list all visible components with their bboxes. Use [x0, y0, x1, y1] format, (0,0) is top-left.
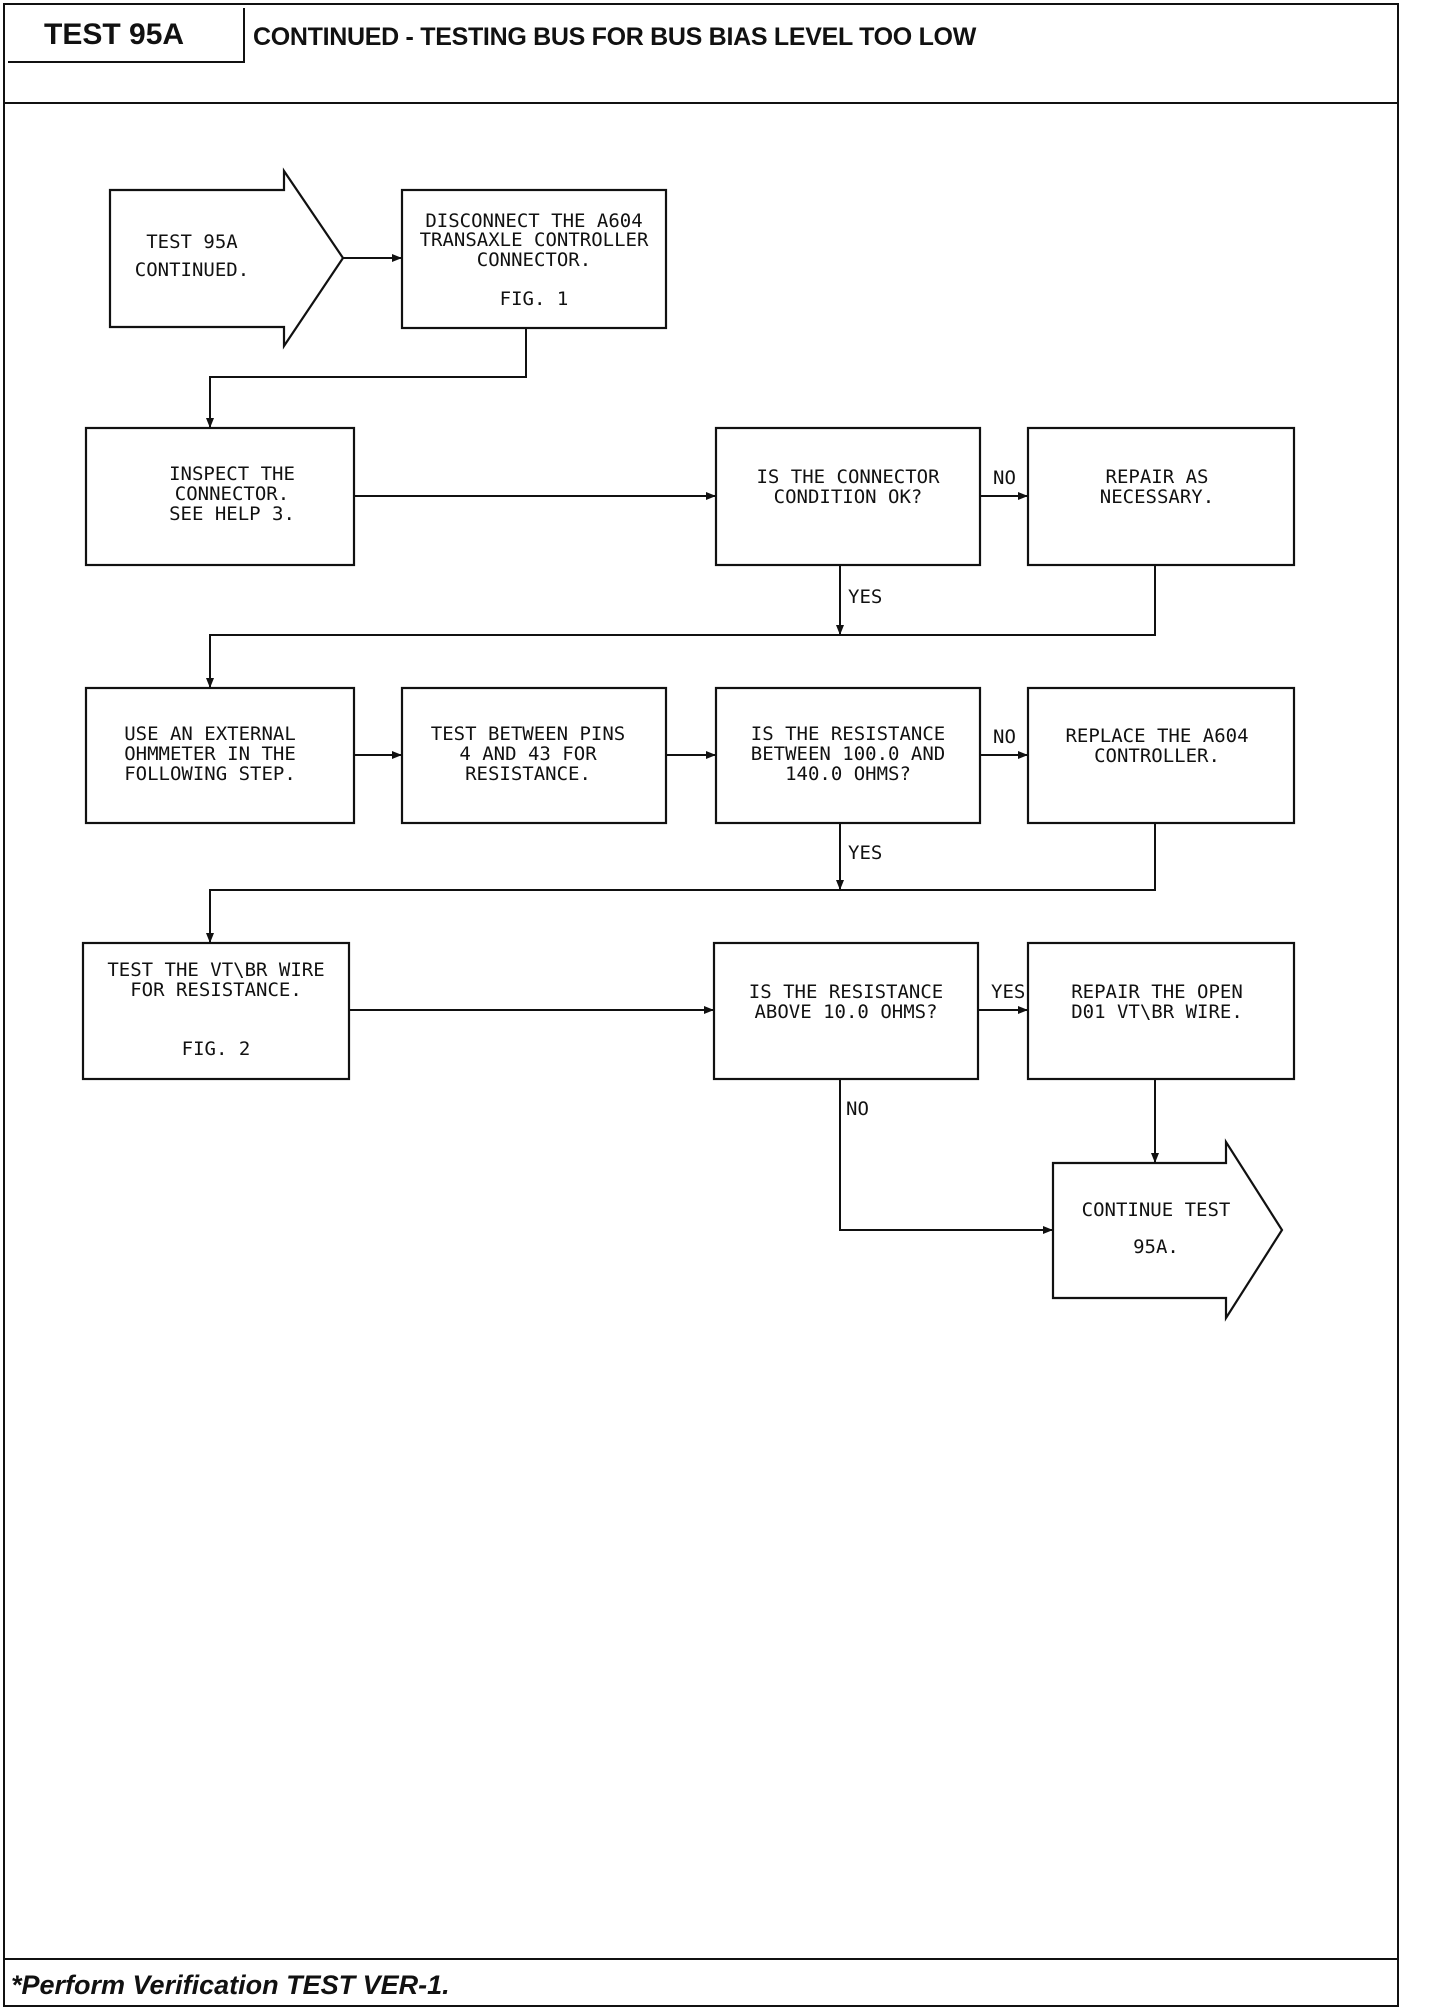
continue-text-line: CONTINUE TEST — [1082, 1199, 1231, 1221]
branch-label-no: NO — [993, 467, 1016, 489]
disconnect-text-line: TRANSAXLE CONTROLLER — [420, 229, 649, 251]
ohmmeter-text-line: OHMMETER IN THE — [124, 743, 296, 765]
inspect-text-line: INSPECT THE — [169, 463, 295, 485]
test-wire-text-line: TEST THE VT\BR WIRE — [107, 959, 324, 981]
range-question-text-line: BETWEEN 100.0 AND — [751, 743, 945, 765]
header: TEST 95A CONTINUED - TESTING BUS FOR BUS… — [3, 3, 1399, 104]
above-question-text-line: ABOVE 10.0 OHMS? — [754, 1001, 937, 1023]
range-question-text-line: IS THE RESISTANCE — [751, 723, 945, 745]
test-pins-text-line: TEST BETWEEN PINS — [431, 723, 625, 745]
test-wire-box — [81, 941, 351, 1081]
branch-label-yes: YES — [848, 586, 882, 608]
branch-label-no: NO — [846, 1098, 869, 1120]
above-question-text-line: IS THE RESISTANCE — [749, 981, 943, 1003]
verification-note: *Perform Verification TEST VER-1. — [11, 1970, 450, 2000]
connector-question-text-line: IS THE CONNECTOR — [756, 466, 940, 488]
start-text-line: TEST 95A — [146, 231, 238, 253]
inspect-connector-box — [84, 426, 356, 567]
repair-connector-text-line: REPAIR AS — [1106, 466, 1209, 488]
disconnect-text-line: DISCONNECT THE A604 — [425, 210, 642, 232]
replace-controller-text-line: REPLACE THE A604 — [1065, 725, 1248, 747]
start-terminal — [108, 167, 345, 350]
continue-terminal — [1051, 1138, 1284, 1322]
replace-controller-box — [1026, 686, 1296, 825]
connector-to-test-wire — [206, 823, 1156, 943]
repair-connector-box — [1026, 426, 1296, 567]
repair-wire-text-line: D01 VT\BR WIRE. — [1071, 1001, 1243, 1023]
test-id: TEST 95A — [8, 8, 245, 63]
connector-question-text-line: CONDITION OK? — [774, 486, 923, 508]
connector-disconnect-to-inspect — [206, 328, 527, 428]
branch-label-yes: YES — [991, 981, 1025, 1003]
test-pins-box — [400, 686, 668, 825]
replace-controller-text-line: CONTROLLER. — [1094, 745, 1220, 767]
test-pins-text-line: 4 AND 43 FOR — [459, 743, 597, 765]
test-pins-text-line: RESISTANCE. — [465, 763, 591, 785]
inspect-text-line: SEE HELP 3. — [169, 503, 295, 525]
repair-connector-text-line: NECESSARY. — [1100, 486, 1214, 508]
resistance-range-decision-box — [714, 686, 982, 825]
resistance-above-decision-box — [712, 941, 980, 1081]
ohmmeter-text-line: USE AN EXTERNAL — [124, 723, 296, 745]
page-frame — [3, 3, 1399, 2007]
inspect-text-line: CONNECTOR. — [175, 483, 289, 505]
page-title: CONTINUED - TESTING BUS FOR BUS BIAS LEV… — [253, 23, 976, 51]
disconnect-text-line: CONNECTOR. — [477, 249, 591, 271]
connector-to-ohmmeter — [206, 565, 1156, 688]
branch-label-no: NO — [993, 726, 1016, 748]
test-wire-text-line: FIG. 2 — [182, 1038, 251, 1060]
branch-label-yes: YES — [848, 842, 882, 864]
repair-wire-box — [1026, 941, 1296, 1081]
footer: *Perform Verification TEST VER-1. — [3, 1958, 1399, 2010]
connector-above-no — [839, 1079, 1053, 1234]
repair-wire-text-line: REPAIR THE OPEN — [1071, 981, 1243, 1003]
start-text-line: CONTINUED. — [135, 259, 249, 281]
continue-text-line: 95A. — [1133, 1236, 1179, 1258]
disconnect-text-line: FIG. 1 — [500, 288, 569, 310]
test-wire-text-line: FOR RESISTANCE. — [130, 979, 302, 1001]
ohmmeter-text-line: FOLLOWING STEP. — [124, 763, 296, 785]
use-ohmmeter-box — [84, 686, 356, 825]
range-question-text-line: 140.0 OHMS? — [785, 763, 911, 785]
disconnect-connector-box — [400, 188, 668, 330]
